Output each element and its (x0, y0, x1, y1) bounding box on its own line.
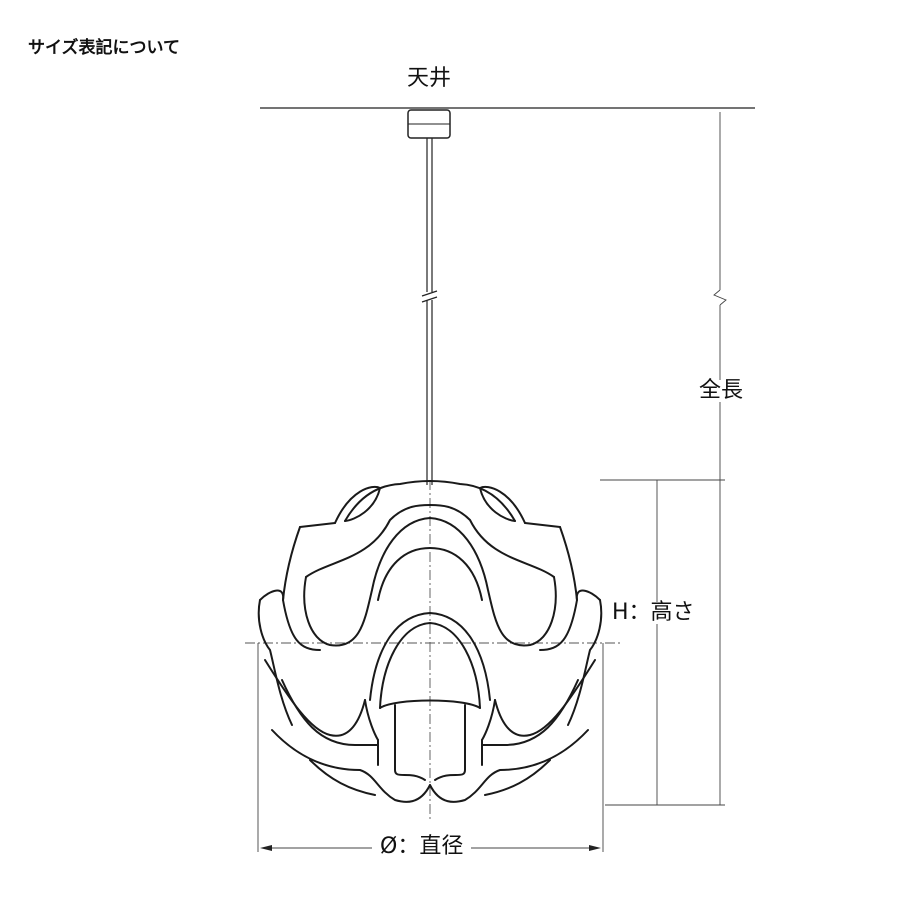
diameter-label: Ø：直径 (372, 836, 472, 858)
lamp-shade (257, 480, 603, 803)
total-length-dimension (600, 112, 727, 806)
page-title: サイズ表記について (28, 38, 180, 58)
diameter-dimension (257, 643, 604, 852)
height-label: H：高さ (610, 600, 697, 625)
ceiling-label: 天井 (405, 66, 454, 91)
canopy (407, 109, 451, 139)
cord (421, 138, 438, 485)
total-length-label: 全長 (697, 378, 746, 403)
